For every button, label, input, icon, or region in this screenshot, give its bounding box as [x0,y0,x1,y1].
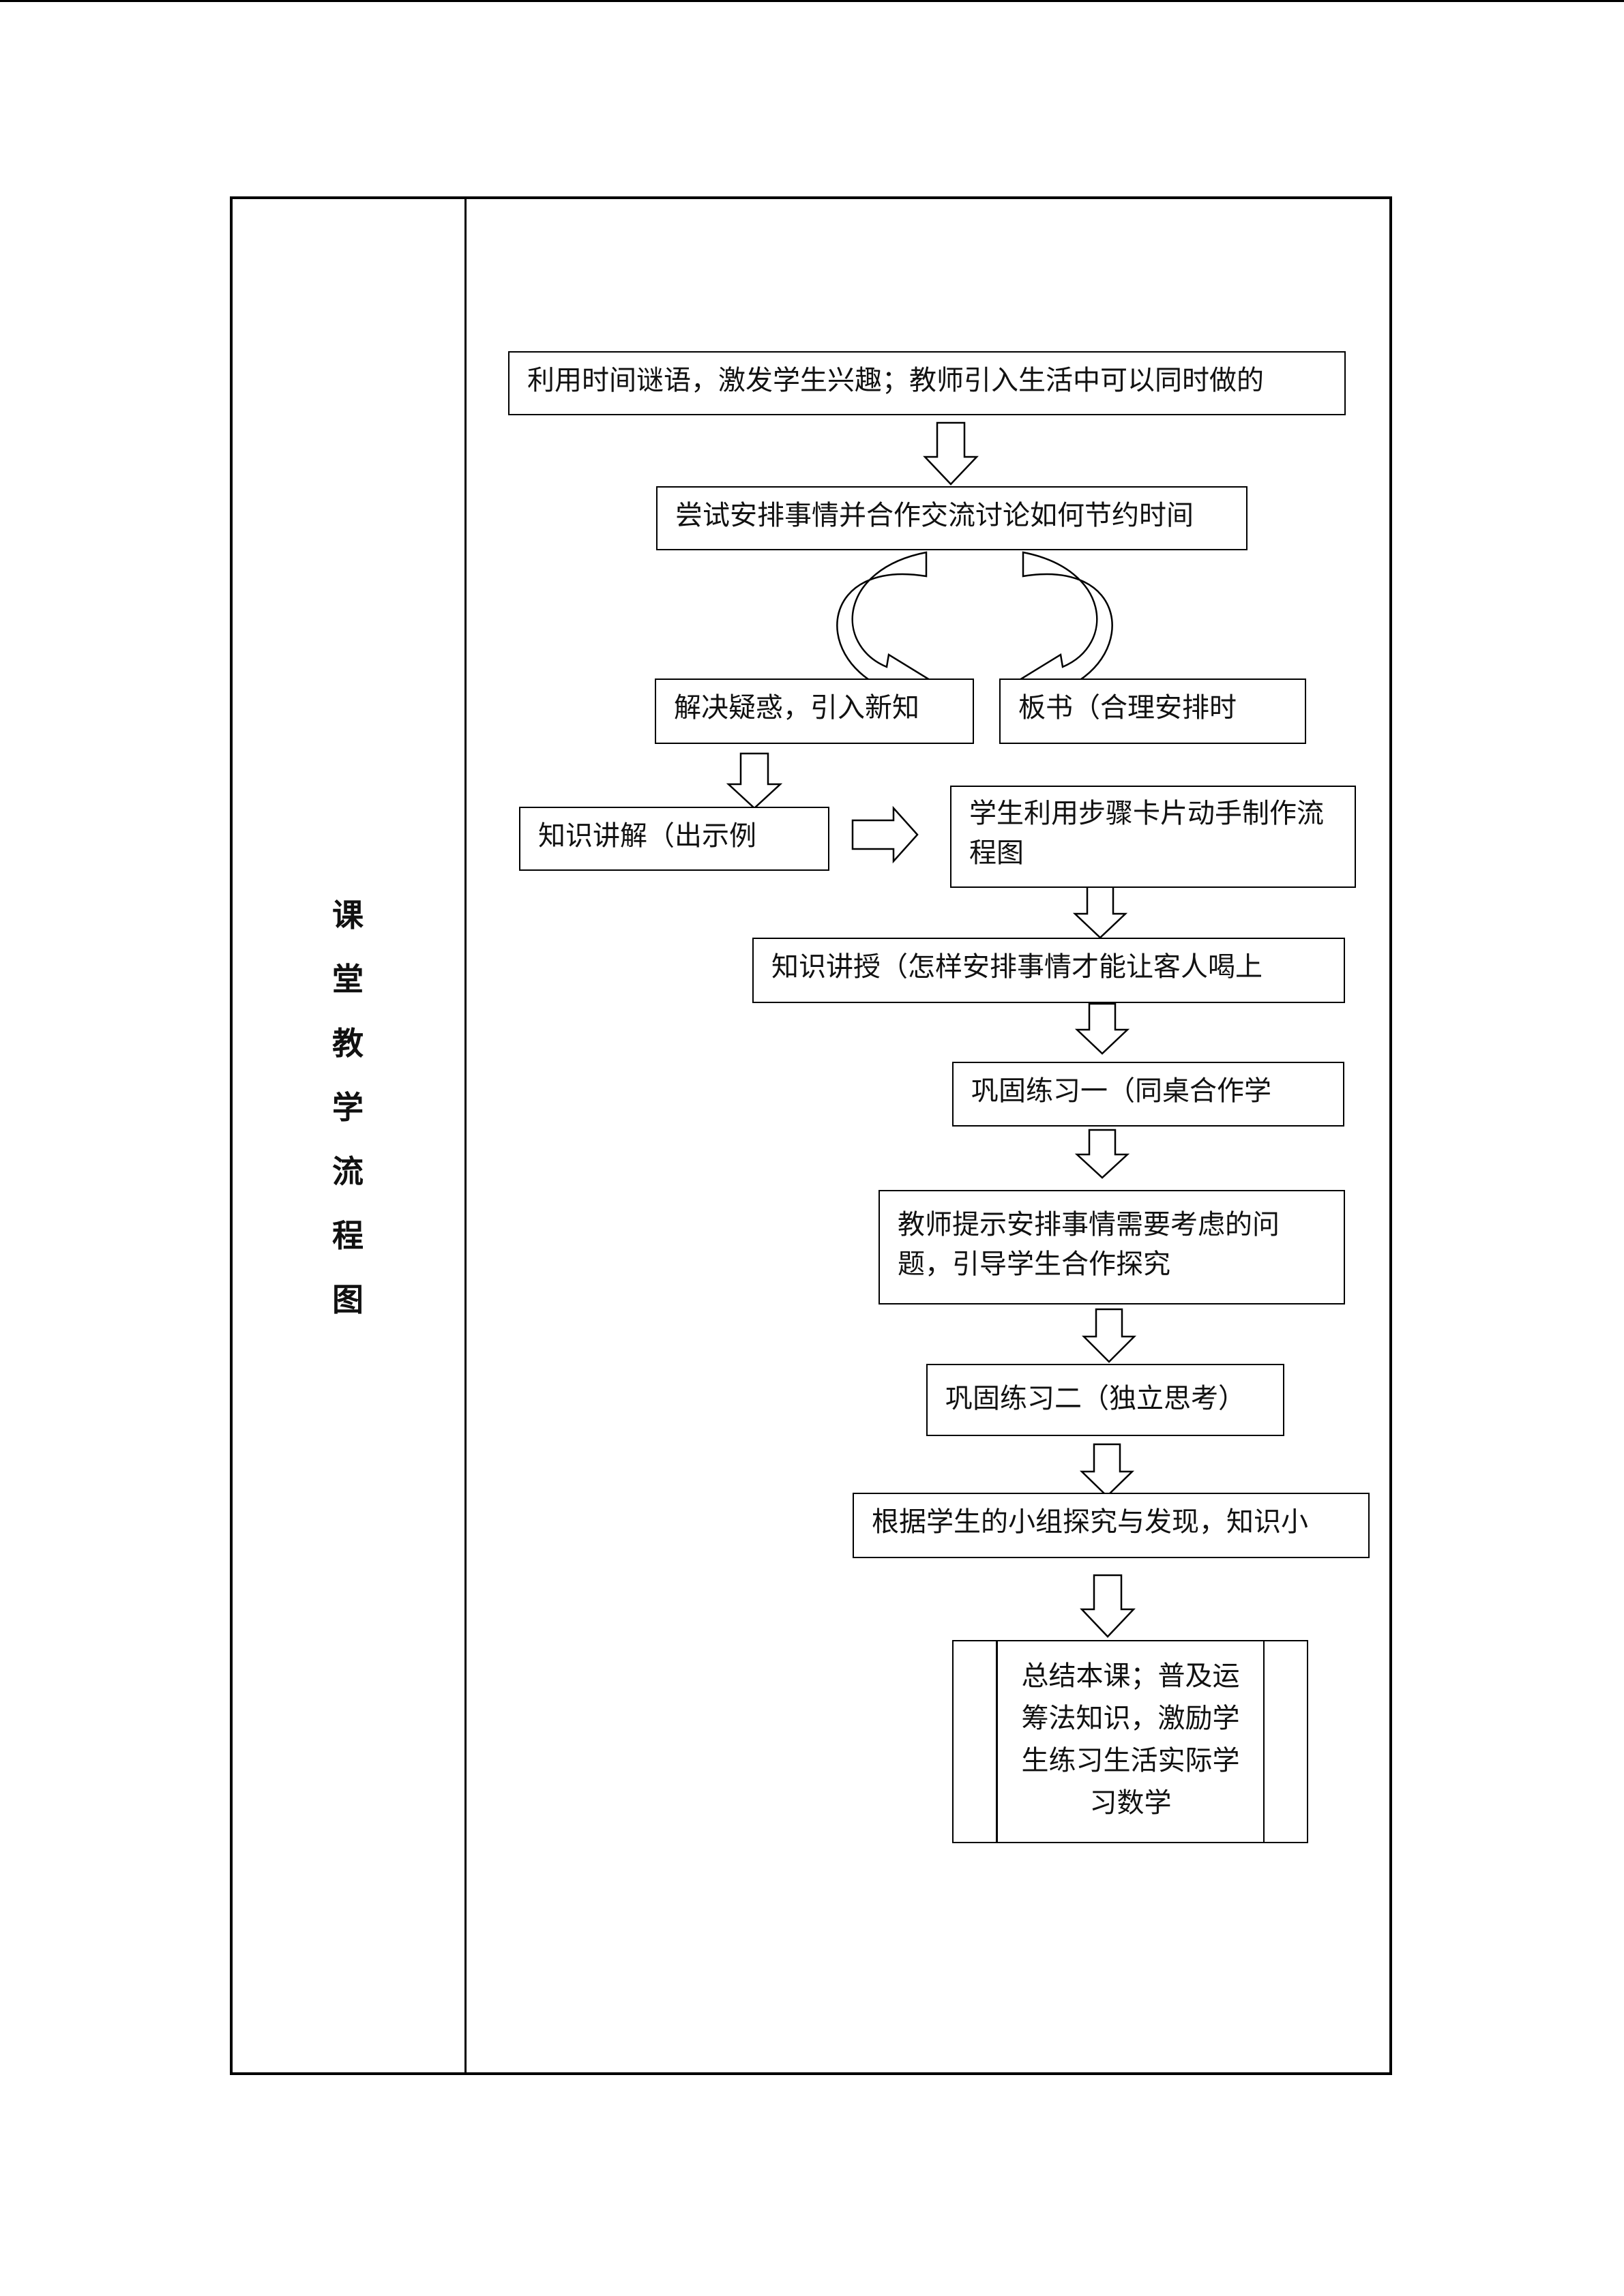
side-label-char: 学 [332,1089,364,1126]
step-box-2: 尝试安排事情并合作交流讨论如何节约时间 [656,486,1247,550]
page-top-rule [0,0,1624,2]
side-label-char: 流 [332,1153,364,1190]
side-label-column: 课 堂 教 学 流 程 图 [327,883,368,1332]
step-box-6: 巩固练习一（同桌合作学 [952,1062,1344,1127]
side-label-char: 堂 [332,961,364,998]
down-arrow-3 [1072,884,1128,939]
step-box-1: 利用时间谜语，激发学生兴趣；教师引入生活中可以同时做的 [508,351,1346,415]
step-box-4b: 学生利用步骤卡片动手制作流程图 [950,786,1356,888]
side-label-char: 程 [332,1217,364,1254]
down-arrow-2 [726,752,783,809]
table-column-divider [464,196,467,2075]
side-label-char: 课 [332,897,364,934]
step-box-10-inner-line-right [1263,1641,1265,1842]
down-arrow-4 [1074,1002,1130,1055]
down-arrow-5 [1074,1129,1130,1179]
step-box-7: 教师提示安排事情需要考虑的问题，引导学生合作探究 [879,1190,1345,1304]
down-arrow-1 [923,421,979,486]
step-box-8: 巩固练习二（独立思考） [926,1364,1284,1436]
step-box-3b: 板书（合理安排时 [999,679,1306,744]
step-box-9: 根据学生的小组探究与发现，知识小 [853,1493,1370,1558]
down-arrow-7 [1079,1443,1135,1497]
step-box-10: 总结本课；普及运筹法知识，激励学生练习生活实际学习数学 [1021,1660,1240,1819]
step-box-5: 知识讲授（怎样安排事情才能让客人喝上 [752,938,1345,1003]
step-box-10-frame: 总结本课；普及运筹法知识，激励学生练习生活实际学习数学 [952,1640,1308,1843]
side-label-char: 教 [332,1025,364,1062]
step-box-10-inner-line-left [996,1641,998,1842]
step-box-3a: 解决疑惑，引入新知 [655,679,974,744]
down-arrow-8 [1080,1574,1136,1638]
down-arrow-6 [1081,1308,1137,1363]
step-box-4a: 知识讲解（出示例 [519,807,829,871]
right-arrow [851,805,919,864]
lesson-table [230,196,1392,2075]
side-label-char: 图 [332,1281,364,1318]
